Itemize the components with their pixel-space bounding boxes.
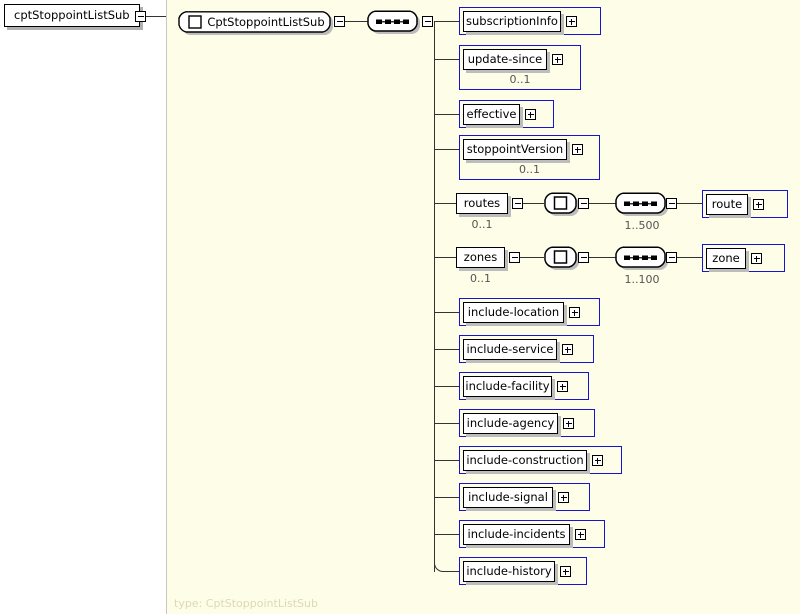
routes-child-connector — [677, 203, 703, 204]
branch-line — [434, 203, 457, 204]
branch-line — [434, 386, 460, 387]
element-include-construction[interactable]: include-construction — [459, 446, 622, 474]
branch-line — [443, 571, 460, 572]
routes-type-toggle[interactable] — [578, 198, 589, 209]
type-collapse-toggle[interactable] — [334, 16, 345, 27]
routes-sequence-cardinality: 1..500 — [624, 219, 660, 232]
zones-sequence-cardinality: 1..100 — [624, 273, 660, 286]
element-expand-toggle[interactable] — [753, 199, 764, 210]
branch-line — [434, 460, 460, 461]
element-label: include-construction — [463, 450, 587, 471]
element-expand-toggle[interactable] — [566, 16, 577, 27]
routes-cardinality: 0..1 — [471, 218, 493, 231]
branch-line — [434, 312, 460, 313]
panel-type-footer: type: CptStoppointListSub — [174, 597, 318, 610]
zones-sequence-toggle[interactable] — [666, 252, 677, 263]
element-route[interactable]: route — [702, 190, 788, 218]
element-subscriptionInfo[interactable]: subscriptionInfo — [459, 7, 601, 35]
element-label: stoppointVersion — [463, 139, 567, 160]
branch-line — [434, 423, 460, 424]
zones-cardinality: 0..1 — [470, 272, 491, 285]
element-expand-toggle[interactable] — [562, 344, 573, 355]
routes-collapse-toggle[interactable] — [512, 198, 523, 209]
branch-line — [434, 257, 457, 258]
element-label: include-location — [463, 302, 564, 323]
zones-connector-line — [520, 257, 544, 258]
cardinality-label: 0..1 — [519, 163, 540, 176]
zones-collapse-toggle[interactable] — [509, 252, 520, 263]
complex-type-node[interactable] — [178, 11, 334, 37]
element-label: subscriptionInfo — [463, 11, 561, 32]
element-expand-toggle[interactable] — [569, 307, 580, 318]
element-zone[interactable]: zone — [702, 244, 785, 272]
element-label: include-service — [463, 339, 557, 360]
element-include-history[interactable]: include-history — [459, 557, 587, 585]
zones-type-connector — [589, 257, 616, 258]
element-expand-toggle[interactable] — [558, 492, 569, 503]
main-trunk-line — [434, 21, 435, 572]
branch-line — [434, 497, 460, 498]
element-zones-label[interactable]: zones — [456, 247, 505, 268]
element-include-location[interactable]: include-location — [459, 298, 600, 326]
zones-type-node[interactable] — [543, 246, 583, 272]
routes-type-node[interactable] — [543, 192, 583, 218]
element-label: include-history — [463, 561, 555, 582]
sequence-collapse-toggle[interactable] — [422, 16, 433, 27]
element-label: include-incidents — [463, 524, 570, 545]
zones-type-toggle[interactable] — [578, 252, 589, 263]
element-routes-label[interactable]: routes — [456, 193, 508, 214]
complex-type-label: CptStoppointListSub — [207, 15, 325, 29]
element-expand-toggle[interactable] — [575, 529, 586, 540]
element-label: update-since — [463, 49, 547, 70]
zones-child-connector — [677, 257, 703, 258]
branch-line — [434, 149, 460, 150]
element-expand-toggle[interactable] — [572, 144, 583, 155]
sequence-node-root[interactable] — [366, 10, 422, 36]
routes-connector-line — [523, 203, 544, 204]
element-include-incidents[interactable]: include-incidents — [459, 520, 605, 548]
element-expand-toggle[interactable] — [525, 109, 536, 120]
element-expand-toggle[interactable] — [560, 566, 571, 577]
element-label: effective — [463, 104, 520, 125]
sequence-node-routes[interactable] — [614, 192, 670, 218]
type-to-sequence-line — [345, 21, 368, 22]
element-include-service[interactable]: include-service — [459, 335, 594, 363]
routes-sequence-toggle[interactable] — [666, 198, 677, 209]
root-element-box[interactable]: cptStoppointListSub — [4, 4, 140, 27]
element-label: include-signal — [463, 487, 553, 508]
element-expand-toggle[interactable] — [552, 54, 563, 65]
element-stoppointVersion[interactable]: stoppointVersion 0..1 — [459, 135, 600, 180]
element-expand-toggle[interactable] — [557, 381, 568, 392]
branch-line — [434, 21, 460, 22]
element-include-signal[interactable]: include-signal — [459, 483, 590, 511]
branch-line — [434, 534, 460, 535]
element-label: zone — [706, 248, 746, 269]
branch-line — [434, 349, 460, 350]
element-expand-toggle[interactable] — [563, 418, 574, 429]
branch-line — [434, 59, 460, 60]
root-collapse-toggle[interactable] — [135, 11, 146, 22]
element-effective[interactable]: effective — [459, 100, 554, 128]
element-include-agency[interactable]: include-agency — [459, 409, 595, 437]
element-label: include-agency — [463, 413, 558, 434]
element-label: route — [706, 194, 748, 215]
cardinality-label: 0..1 — [509, 73, 531, 86]
element-label: include-facility — [463, 376, 552, 397]
element-include-facility[interactable]: include-facility — [459, 372, 589, 400]
routes-type-connector — [589, 203, 616, 204]
root-connector-line — [146, 16, 166, 17]
element-expand-toggle[interactable] — [751, 253, 762, 264]
branch-line — [434, 114, 460, 115]
element-expand-toggle[interactable] — [592, 455, 603, 466]
element-update-since[interactable]: update-since 0..1 — [459, 45, 581, 90]
sequence-node-zones[interactable] — [614, 246, 670, 272]
